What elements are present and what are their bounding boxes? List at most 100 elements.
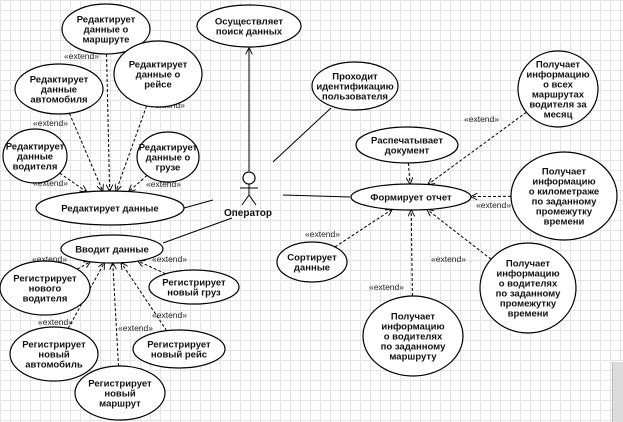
association-actor-to-report[interactable]: [282, 194, 351, 198]
use-case-label-line: рейсе: [144, 80, 172, 91]
extend-arrow-edit-route-to-edit-data[interactable]: [107, 53, 110, 191]
use-case-edit-data[interactable]: Редактирует данные: [35, 190, 185, 226]
use-case-ellipse: [60, 234, 164, 264]
use-case-label-line: Осуществляет: [215, 17, 284, 28]
extend-arrow-drivers-period-to-report[interactable]: [427, 210, 492, 260]
scrollbar-stub[interactable]: [612, 362, 623, 422]
use-case-label-line: информацию: [496, 269, 559, 280]
use-case-input-data[interactable]: Вводит данные: [60, 234, 164, 264]
use-case-label-line: Формирует отчет: [370, 193, 452, 204]
association-actor-to-identify[interactable]: [272, 107, 332, 163]
extend-arrow-register-trip-to-input-data[interactable]: [121, 263, 168, 331]
use-case-report[interactable]: Формирует отчет: [350, 183, 472, 211]
use-case-ellipse: [0, 260, 91, 316]
use-case-label-line: нового: [29, 284, 62, 295]
use-case-ellipse: [196, 4, 302, 48]
use-case-label-line: Регистрирует: [88, 379, 152, 390]
use-case-ellipse: [362, 295, 464, 377]
use-case-label-line: данные о: [84, 25, 129, 36]
use-case-label-line: новый груз: [167, 288, 221, 299]
use-case-ellipse: [74, 365, 166, 421]
extend-arrow-routes-month-to-report[interactable]: [428, 111, 527, 184]
use-case-label-line: информацию: [381, 322, 444, 333]
extend-label: «extend»: [38, 317, 73, 327]
extend-arrow-drivers-route-to-report[interactable]: [411, 210, 412, 297]
extend-arrow-edit-car-to-edit-data[interactable]: [68, 113, 102, 191]
use-case-ellipse: [350, 183, 472, 211]
extend-label: «extend»: [431, 254, 466, 264]
use-case-label-line: Регистрирует: [162, 278, 226, 289]
use-case-label-line: Регистрирует: [22, 340, 86, 351]
use-case-label-line: маршрут: [99, 399, 141, 410]
use-case-label-line: маршруте: [83, 35, 130, 46]
actor-right-leg: [248, 194, 257, 206]
use-case-label-line: водителя: [13, 162, 58, 173]
use-case-ellipse: [276, 241, 348, 283]
actor-left-leg: [241, 194, 250, 206]
use-case-ellipse: [136, 131, 200, 183]
use-case-label-line: новый рейс: [151, 350, 207, 361]
use-case-label-line: грузе: [156, 163, 181, 174]
use-case-label-line: данные: [41, 85, 77, 96]
use-case-label-line: Редактирует: [77, 15, 136, 26]
use-case-label-line: Редактирует данные: [61, 204, 158, 215]
use-case-label-line: маршрутах: [532, 90, 585, 101]
extend-arrow-print-to-report[interactable]: [408, 162, 410, 184]
extend-arrow-edit-cargo-to-edit-data[interactable]: [129, 175, 148, 191]
extend-arrow-register-route-to-input-data[interactable]: [113, 263, 120, 367]
use-case-ellipse: [355, 126, 459, 164]
use-case-label-line: водителя: [23, 294, 68, 305]
extend-label: «extend»: [64, 51, 99, 61]
use-case-ellipse: [35, 190, 185, 226]
use-case-label-line: новый: [104, 389, 135, 400]
association-actor-to-edit-data[interactable]: [183, 199, 214, 209]
extend-arrow-edit-driver-to-edit-data[interactable]: [59, 172, 87, 192]
use-case-label-line: Регистрирует: [13, 274, 77, 285]
extend-label: «extend»: [32, 254, 67, 264]
extend-arrow-edit-trip-to-edit-data[interactable]: [116, 105, 148, 191]
use-case-label-line: идентификацию: [316, 82, 393, 93]
extend-arrow-sort-to-report[interactable]: [334, 209, 392, 248]
association-actor-to-input-data[interactable]: [162, 217, 233, 244]
use-case-label-line: по заданному: [496, 289, 561, 300]
extend-arrow-register-cargo-to-input-data[interactable]: [138, 261, 166, 275]
extend-label: «extend»: [33, 178, 68, 188]
use-case-label-line: Получает: [506, 259, 551, 270]
extend-arrow-register-driver-to-input-data[interactable]: [77, 262, 90, 270]
use-case-label-line: Получает: [542, 167, 587, 178]
use-case-ellipse: [311, 61, 399, 111]
use-case-label-line: автомобиль: [25, 360, 83, 371]
use-case-label-line: времени: [508, 309, 549, 320]
extend-label: «extend»: [305, 229, 340, 239]
use-case-ellipse: [132, 329, 226, 369]
use-case-label-line: Регистрирует: [147, 340, 211, 351]
use-case-label-line: Редактирует: [6, 142, 65, 153]
use-case-label-line: данные: [294, 263, 330, 274]
use-case-label-line: информацию: [526, 70, 589, 81]
use-case-label-line: промежутку: [500, 299, 557, 310]
use-case-ellipse: [517, 50, 599, 128]
use-case-ellipse: [510, 151, 618, 241]
use-case-label-line: времени: [544, 217, 585, 228]
use-case-label-line: о всех: [543, 80, 573, 91]
actor-operator[interactable]: Оператор: [224, 171, 272, 219]
